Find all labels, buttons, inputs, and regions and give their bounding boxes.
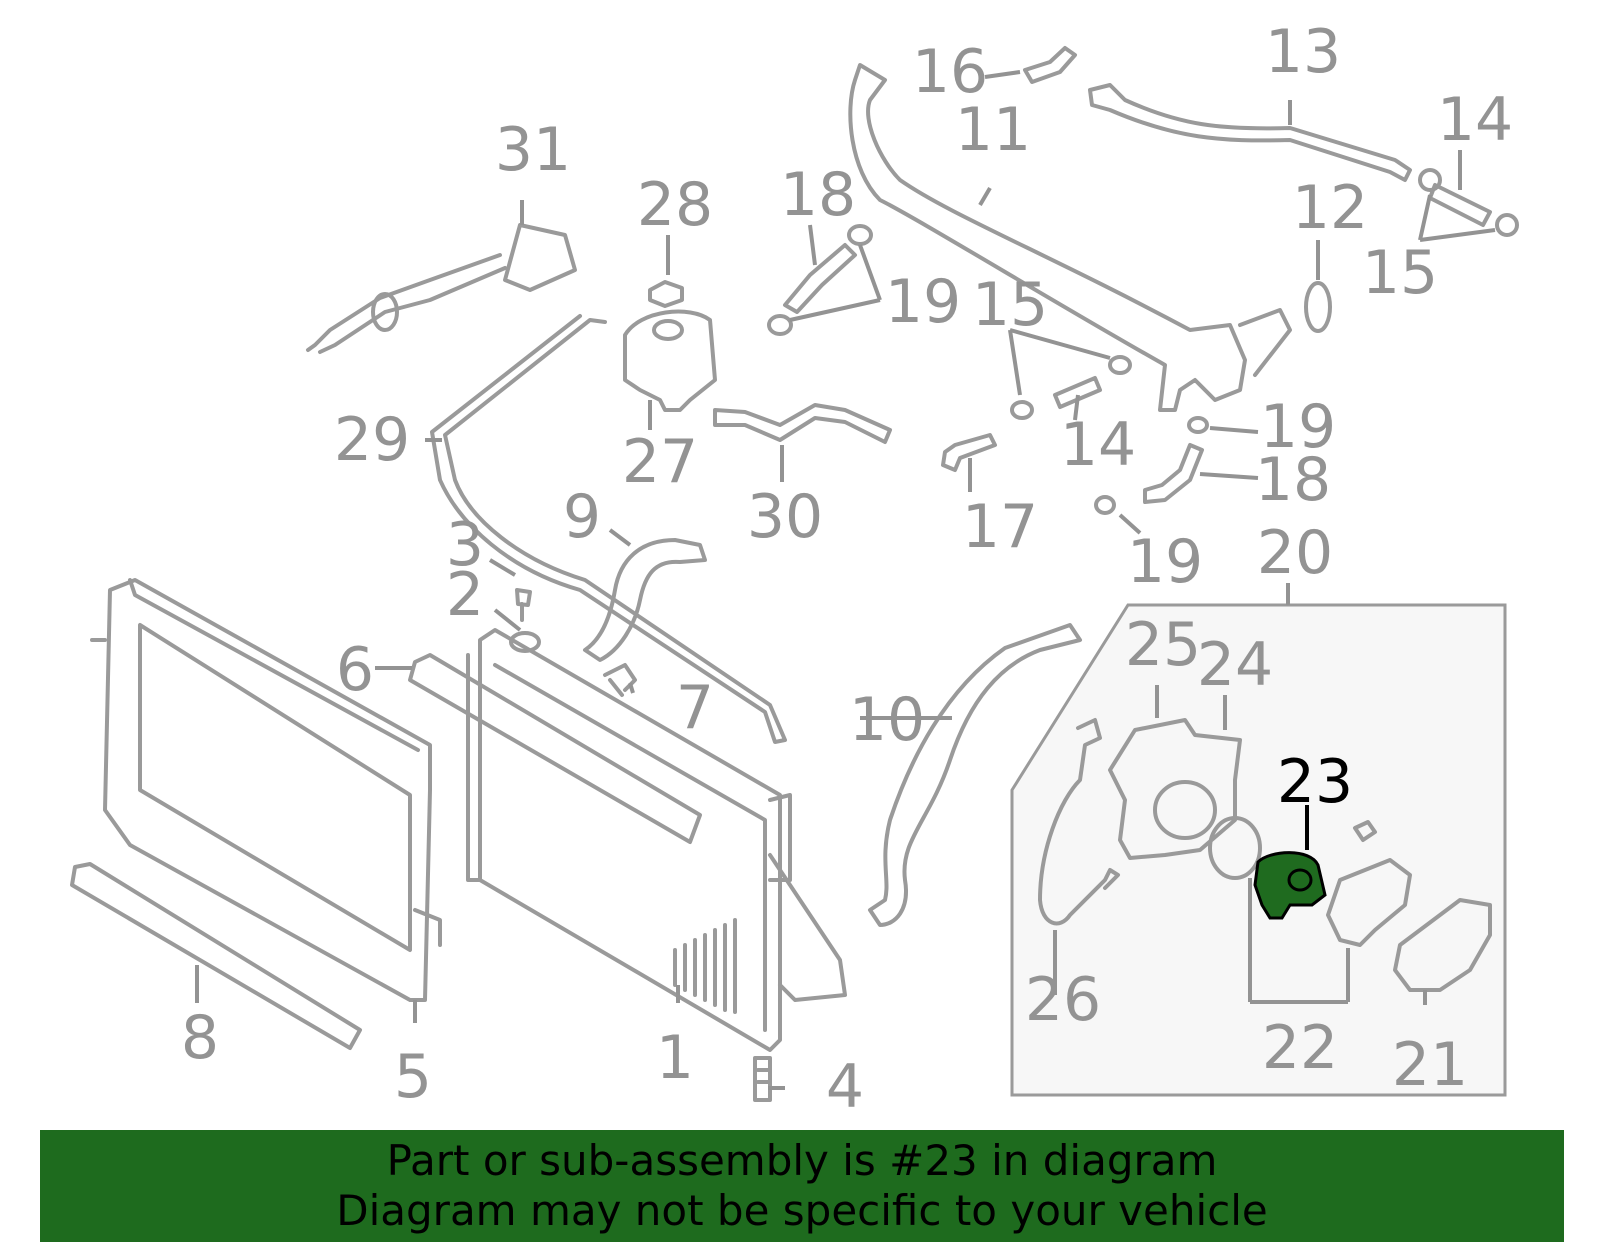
part-25-housing — [1108, 718, 1242, 860]
part-15-ring-mid-a — [1010, 400, 1034, 420]
callout-14-top: 14 — [1437, 85, 1513, 155]
part-15-ring-top-b — [1495, 213, 1519, 237]
part-22-gasket-ring — [1208, 816, 1262, 880]
part-11-pipe — [848, 63, 1247, 412]
part-19-ring-upper-b — [767, 314, 793, 336]
part-19-ring-upper-a — [847, 224, 873, 246]
part-9-hose — [583, 538, 707, 662]
callout-13: 13 — [1265, 17, 1341, 87]
callout-16: 16 — [912, 37, 988, 107]
part-17-fitting — [941, 433, 997, 472]
callout-22: 22 — [1262, 1013, 1338, 1083]
info-banner: Part or sub-assembly is #23 in diagram D… — [40, 1130, 1564, 1242]
callout-18-upper: 18 — [780, 160, 856, 230]
callout-9: 9 — [563, 482, 601, 552]
callout-29: 29 — [334, 405, 410, 475]
callout-7: 7 — [676, 673, 714, 743]
part-1-radiator — [466, 628, 847, 1052]
callout-19-upper: 19 — [885, 267, 961, 337]
callout-25: 25 — [1125, 610, 1201, 680]
part-14-hose-mid — [1053, 376, 1102, 409]
part-4-drain-plug — [753, 1056, 772, 1102]
part-15-ring-mid-b — [1108, 355, 1132, 375]
callout-3: 3 — [446, 510, 484, 580]
part-19-ring-lower-a — [1187, 416, 1209, 434]
part-3-bolt — [515, 588, 532, 622]
banner-line-1: Part or sub-assembly is #23 in diagram — [386, 1136, 1218, 1185]
part-6-strip — [408, 653, 702, 844]
callout-23: 23 — [1277, 747, 1353, 817]
callout-20: 20 — [1257, 518, 1333, 588]
callout-2: 2 — [446, 560, 484, 630]
callout-8: 8 — [181, 1003, 219, 1073]
callout-4: 4 — [826, 1052, 864, 1122]
callout-19-lower: 19 — [1127, 527, 1203, 597]
part-31-sensor — [306, 223, 577, 354]
part-2-cap — [509, 631, 541, 653]
part-16-hose — [1023, 46, 1077, 84]
part-30-hose — [713, 403, 892, 444]
callout-30: 30 — [747, 482, 823, 552]
leader-lines — [195, 70, 1496, 1090]
callout-10: 10 — [849, 685, 925, 755]
callout-14-mid: 14 — [1060, 410, 1136, 480]
part-12-gasket — [1304, 281, 1332, 333]
part-28-cap — [648, 280, 684, 308]
part-29-line — [430, 314, 787, 744]
part-27-expansion-tank — [623, 309, 717, 412]
callout-31: 31 — [495, 115, 571, 185]
callout-11: 11 — [955, 95, 1031, 165]
part-bolt-small — [1353, 820, 1377, 842]
part-8-strip — [70, 862, 362, 1050]
part-18-hose-upper — [783, 243, 857, 314]
callout-27: 27 — [622, 427, 698, 497]
part-15-ring-top-a — [1418, 168, 1442, 192]
part-5-shroud — [90, 578, 442, 1002]
part-18-hose-lower — [1143, 443, 1204, 504]
callout-28: 28 — [637, 170, 713, 240]
part-22-gasket-cover — [1326, 858, 1412, 947]
callout-5: 5 — [394, 1042, 432, 1112]
callout-12: 12 — [1292, 173, 1368, 243]
part-13-line — [1088, 83, 1412, 182]
part-11-flange — [1238, 308, 1292, 377]
callout-21: 21 — [1392, 1030, 1468, 1100]
part-19-ring-lower-b — [1094, 495, 1116, 515]
part-10-hose — [868, 623, 1082, 927]
part-14-hose-top — [1428, 183, 1492, 227]
part-24-housing-bore — [1153, 780, 1217, 840]
callout-26: 26 — [1025, 965, 1101, 1035]
callout-15-mid: 15 — [972, 270, 1048, 340]
part-21-cover — [1393, 898, 1492, 992]
part-23-thermostat — [1253, 851, 1327, 920]
callout-18-lower: 18 — [1255, 445, 1331, 515]
callout-17: 17 — [962, 492, 1038, 562]
callout-19-right: 19 — [1260, 392, 1336, 462]
banner-line-2: Diagram may not be specific to your vehi… — [336, 1186, 1268, 1235]
callout-1: 1 — [656, 1023, 694, 1093]
callout-24: 24 — [1197, 630, 1273, 700]
part-26-sensor-wire — [1038, 718, 1120, 926]
callout-6: 6 — [336, 635, 374, 705]
callout-15-right: 15 — [1362, 238, 1438, 308]
